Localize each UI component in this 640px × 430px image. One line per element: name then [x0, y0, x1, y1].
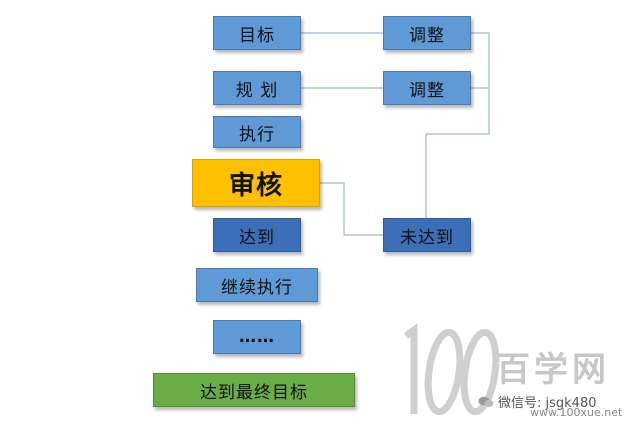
node-not-reached: 未达到 [383, 218, 471, 252]
node-execute: 执行 [213, 116, 301, 148]
connector-adjust1-right-loop [425, 32, 490, 218]
node-goal: 目标 [213, 16, 301, 50]
watermark-brand: 百学网 [496, 350, 610, 390]
watermark-wechat: 微信号: jsgk480 [478, 392, 597, 411]
connector-review-notreached [320, 182, 383, 236]
wechat-icon [478, 396, 494, 407]
watermark-url: www.100xue.net [530, 406, 623, 419]
watermark-wechat-id: 微信号: jsgk480 [498, 396, 597, 411]
node-continue-execute: 继续执行 [196, 268, 318, 302]
node-adjust-2: 调整 [383, 71, 471, 105]
watermark: 百学网 微信号: jsgk480 www.100xue.net [388, 322, 633, 422]
node-ellipsis: …… [213, 320, 301, 354]
node-review: 审核 [192, 159, 320, 207]
node-reached: 达到 [213, 218, 301, 252]
node-plan: 规 划 [213, 71, 301, 105]
watermark-logo [403, 323, 500, 416]
node-adjust-1: 调整 [383, 16, 471, 50]
node-final-goal: 达到最终目标 [153, 373, 355, 407]
